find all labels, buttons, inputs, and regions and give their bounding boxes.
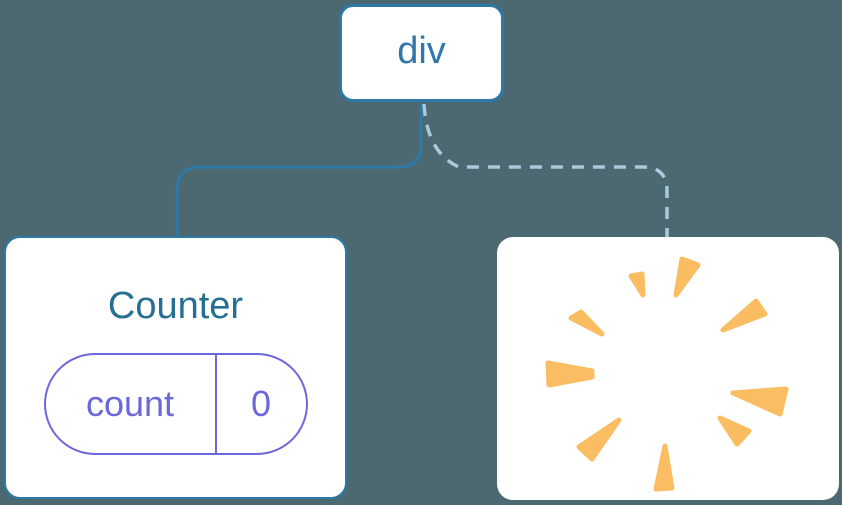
root-node: div bbox=[339, 4, 504, 102]
state-key: count bbox=[46, 354, 217, 453]
burst-ray bbox=[720, 298, 768, 333]
poof-burst-icon bbox=[545, 256, 789, 492]
counter-node-label: Counter bbox=[107, 285, 244, 327]
edge-solid bbox=[175, 103, 423, 236]
burst-ray bbox=[730, 386, 789, 417]
removed-node bbox=[497, 237, 839, 500]
burst-ray bbox=[717, 415, 752, 447]
root-node-label: div bbox=[397, 30, 446, 72]
burst-ray bbox=[545, 360, 595, 388]
state-value: 0 bbox=[250, 382, 272, 424]
burst-ray bbox=[576, 417, 622, 462]
burst-ray bbox=[628, 271, 646, 298]
burst-ray bbox=[568, 309, 605, 337]
edge-dashed bbox=[422, 103, 669, 237]
state-pill: count 0 bbox=[43, 352, 308, 455]
burst-ray bbox=[673, 256, 701, 298]
burst-ray bbox=[653, 443, 675, 492]
counter-node: Counter count 0 bbox=[4, 236, 347, 499]
